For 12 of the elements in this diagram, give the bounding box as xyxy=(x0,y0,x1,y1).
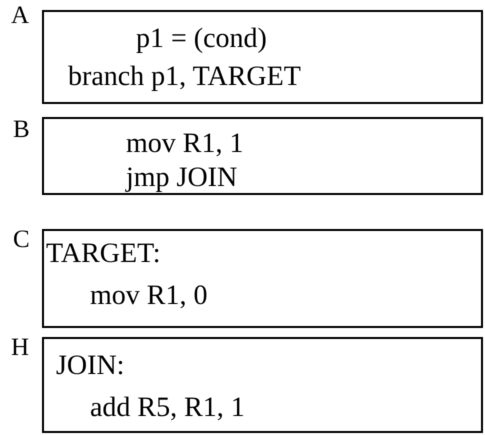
code-line: mov R1, 1 xyxy=(126,129,244,159)
block-label: B xyxy=(13,117,30,143)
code-line: TARGET: xyxy=(46,239,161,269)
code-line: branch p1, TARGET xyxy=(68,62,301,92)
code-line: add R5, R1, 1 xyxy=(90,393,245,423)
block-label: A xyxy=(11,3,30,29)
code-line: p1 = (cond) xyxy=(136,24,267,54)
code-line: jmp JOIN xyxy=(126,163,238,193)
block-label: C xyxy=(13,227,30,253)
code-line: mov R1, 0 xyxy=(90,281,208,311)
code-line: JOIN: xyxy=(56,351,124,381)
block-label: H xyxy=(11,335,30,361)
